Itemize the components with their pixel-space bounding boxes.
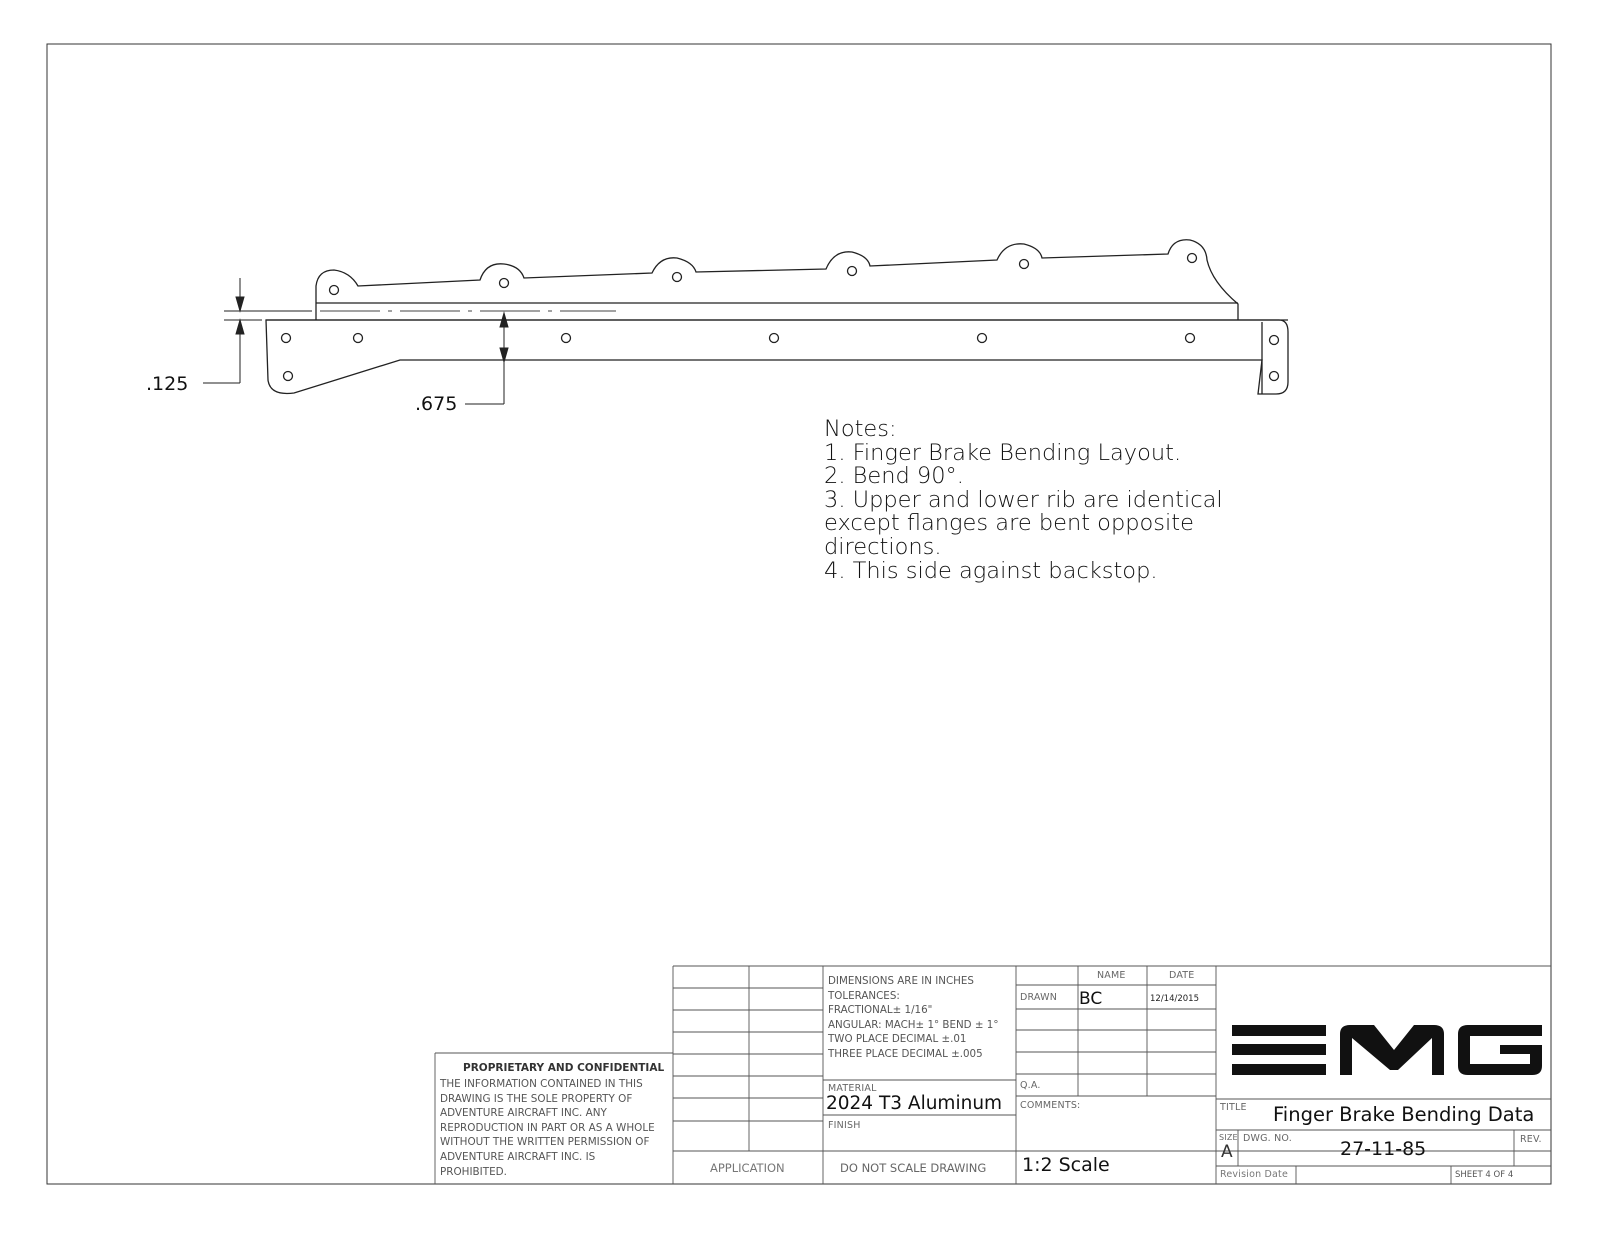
comments-value: 1:2 Scale bbox=[1022, 1154, 1110, 1176]
tolerances-block: DIMENSIONS ARE IN INCHES TOLERANCES: FRA… bbox=[828, 974, 999, 1062]
note-line: 3. Upper and lower rib are identical bbox=[824, 486, 1223, 513]
drawing-title: Finger Brake Bending Data bbox=[1273, 1103, 1535, 1126]
rivet-hole bbox=[846, 265, 858, 277]
do-not-scale-label: DO NOT SCALE DRAWING bbox=[840, 1161, 987, 1175]
size-label: SIZE bbox=[1219, 1133, 1238, 1142]
flange-outline bbox=[315, 239, 1239, 320]
tolerance-line: TOLERANCES: bbox=[828, 989, 900, 1002]
tolerance-line: ANGULAR: MACH± 1° BEND ± 1° bbox=[828, 1018, 999, 1031]
application-label: APPLICATION bbox=[710, 1161, 785, 1175]
comments-label: COMMENTS: bbox=[1020, 1100, 1081, 1111]
material-value: 2024 T3 Aluminum bbox=[826, 1093, 1003, 1114]
sheet-label: SHEET 4 OF 4 bbox=[1455, 1170, 1514, 1180]
rivet-hole bbox=[560, 332, 572, 344]
date-header: DATE bbox=[1169, 970, 1195, 981]
dimension-125-label: .125 bbox=[146, 373, 188, 395]
rivet-hole bbox=[280, 332, 292, 344]
note-line: 1. Finger Brake Bending Layout. bbox=[824, 439, 1182, 466]
rivet-hole bbox=[671, 271, 683, 283]
rivet-hole bbox=[1268, 334, 1280, 346]
rivet-hole bbox=[1184, 332, 1196, 344]
note-line: 2. Bend 90°. bbox=[824, 463, 964, 490]
rivet-hole bbox=[1018, 258, 1030, 270]
note-line: directions. bbox=[824, 533, 942, 560]
part-drawing bbox=[265, 239, 1289, 395]
tolerance-line: FRACTIONAL± 1/16" bbox=[828, 1004, 933, 1017]
rib-body-outline bbox=[265, 319, 1289, 395]
title-block-grid bbox=[434, 965, 1551, 1184]
rivet-hole bbox=[352, 332, 364, 344]
tolerance-line: THREE PLACE DECIMAL ±.005 bbox=[828, 1047, 983, 1060]
emg-logo bbox=[1232, 1025, 1542, 1075]
dimension-675 bbox=[465, 311, 509, 405]
proprietary-line: PROHIBITED. bbox=[440, 1165, 507, 1178]
sheet-border bbox=[46, 43, 1552, 1185]
rivet-hole bbox=[1186, 252, 1198, 264]
rev-label: REV. bbox=[1520, 1134, 1542, 1145]
drawn-name: BC bbox=[1079, 989, 1103, 1009]
proprietary-line: ADVENTURE AIRCRAFT INC. IS bbox=[440, 1150, 596, 1163]
notes-block: Notes: 1. Finger Brake Bending Layout. 2… bbox=[824, 416, 1223, 584]
tolerance-line: TWO PLACE DECIMAL ±.01 bbox=[828, 1033, 967, 1046]
material-label: MATERIAL bbox=[828, 1083, 877, 1094]
rivet-hole bbox=[328, 284, 340, 296]
tolerance-line: DIMENSIONS ARE IN INCHES bbox=[828, 975, 974, 987]
dwg-no-label: DWG. NO. bbox=[1243, 1133, 1292, 1144]
proprietary-line: REPRODUCTION IN PART OR AS A WHOLE bbox=[440, 1121, 655, 1134]
proprietary-text: THE INFORMATION CONTAINED IN THIS DRAWIN… bbox=[440, 1077, 655, 1179]
proprietary-line: ADVENTURE AIRCRAFT INC. ANY bbox=[440, 1107, 607, 1120]
proprietary-line: WITHOUT THE WRITTEN PERMISSION OF bbox=[440, 1136, 650, 1149]
rivet-hole bbox=[1268, 370, 1280, 382]
title-label: TITLE bbox=[1220, 1102, 1247, 1113]
proprietary-line: DRAWING IS THE SOLE PROPERTY OF bbox=[440, 1092, 633, 1105]
finish-label: FINISH bbox=[828, 1120, 861, 1131]
proprietary-line: THE INFORMATION CONTAINED IN THIS bbox=[440, 1078, 643, 1090]
notes-heading: Notes: bbox=[824, 416, 897, 442]
rivet-hole bbox=[768, 332, 780, 344]
note-line: except flanges are bent opposite bbox=[824, 510, 1194, 537]
dwg-no-value: 27-11-85 bbox=[1340, 1138, 1427, 1160]
note-line: 4. This side against backstop. bbox=[824, 557, 1158, 584]
dimension-675-label: .675 bbox=[415, 393, 457, 415]
revision-date-label: Revision Date bbox=[1220, 1169, 1289, 1180]
name-header: NAME bbox=[1097, 970, 1126, 981]
drawn-label: DRAWN bbox=[1020, 992, 1058, 1003]
size-value: A bbox=[1221, 1142, 1233, 1162]
dimension-125 bbox=[203, 278, 312, 384]
rivet-hole bbox=[282, 370, 294, 382]
rivet-hole bbox=[498, 277, 510, 289]
qa-label: Q.A. bbox=[1020, 1080, 1041, 1091]
proprietary-heading: PROPRIETARY AND CONFIDENTIAL bbox=[463, 1062, 665, 1074]
rivet-hole bbox=[976, 332, 988, 344]
drawn-date: 12/14/2015 bbox=[1150, 994, 1199, 1004]
